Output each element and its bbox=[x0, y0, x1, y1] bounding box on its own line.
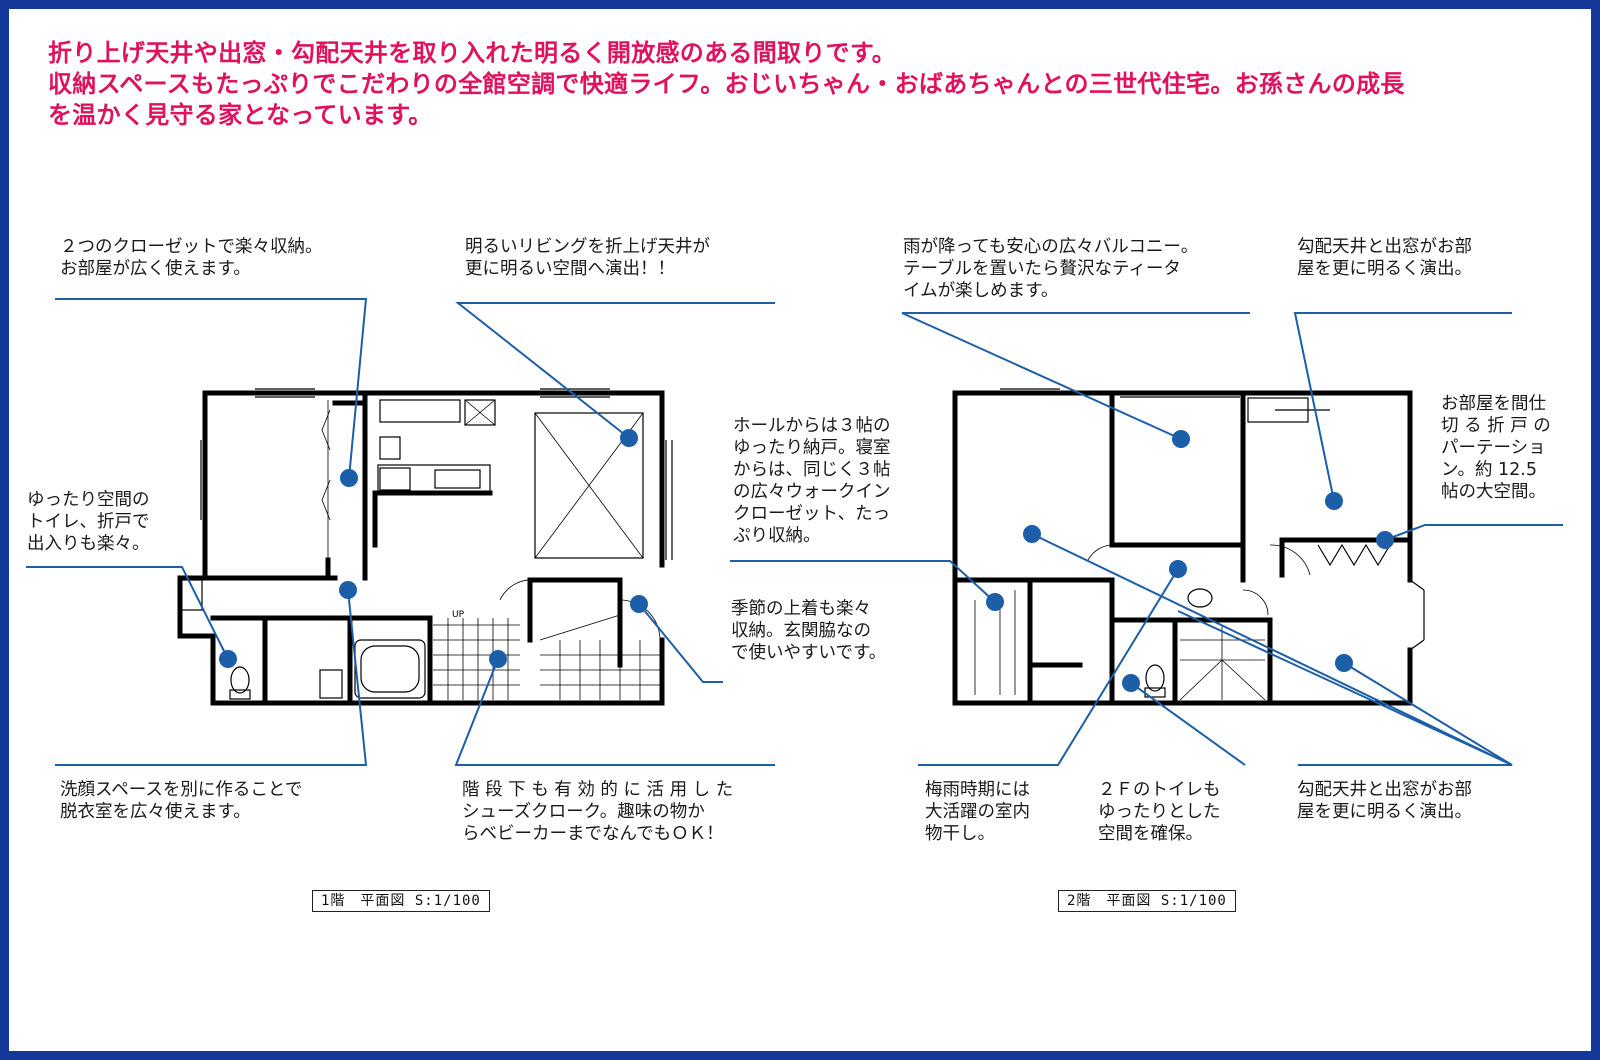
note-toilet-line: トイレ、折戸で bbox=[27, 512, 150, 532]
floor2-plan bbox=[952, 388, 1425, 706]
note-toilet-line: ゆったり空間の bbox=[27, 490, 150, 510]
note-ceiling-bottom: 勾配天井と出窓がお部 屋を更に明るく演出。 bbox=[1297, 779, 1472, 823]
callout-dot-toilet2 bbox=[1122, 674, 1140, 692]
note-toilet-line: 出入りも楽々。 bbox=[27, 534, 150, 554]
note-partition-line: パーテーショ bbox=[1441, 438, 1546, 458]
note-partition-line: 帖の大空間。 bbox=[1441, 482, 1546, 502]
note-closet-line: お部屋が広く使えます。 bbox=[60, 259, 251, 279]
note-toilet2-line: ２Ｆのトイレも bbox=[1098, 780, 1221, 800]
note-entrance-line: 収納。玄関脇なの bbox=[731, 621, 871, 641]
note-partition-line: ン。約 12.5 bbox=[1441, 460, 1537, 480]
headline-line-2: 収納スペースもたっぷりでこだわりの全館空調で快適ライフ。おじいちゃん・おばあちゃ… bbox=[48, 70, 1405, 98]
leader-lines bbox=[26, 298, 1563, 766]
note-storage: ホールからは３帖の ゆったり納戸。寝室 からは、同じく３帖 の広々ウォークイン … bbox=[733, 415, 891, 547]
note-ceiling-top-line: 勾配天井と出窓がお部 bbox=[1297, 237, 1472, 257]
floor1-scale-label: 1階 平面図 S:1/100 bbox=[312, 890, 490, 912]
note-closet: ２つのクローゼットで楽々収納。 お部屋が広く使えます。 bbox=[60, 236, 323, 280]
stair-up-label: UP bbox=[452, 610, 465, 620]
note-partition: お部屋を間仕 切 る 折 戸 の パーテーショ ン。約 12.5 帖の大空間。 bbox=[1441, 393, 1551, 503]
callout-dot-entrance bbox=[630, 595, 648, 613]
note-toilet: ゆったり空間の トイレ、折戸で 出入りも楽々。 bbox=[27, 489, 150, 555]
note-living-line: 明るいリビングを折上げ天井が bbox=[465, 237, 710, 257]
note-storage-line: クローゼット、たっ bbox=[733, 504, 891, 524]
callout-dot-ceiling-bottom-b bbox=[1335, 654, 1353, 672]
note-storage-line: の広々ウォークイン bbox=[733, 482, 891, 502]
note-shoes-line: らベビーカーまでなんでもＯＫ！ bbox=[462, 824, 724, 844]
callout-dot-ceiling-top bbox=[1325, 492, 1343, 510]
callout-dot-shoes bbox=[489, 650, 507, 668]
note-drying-line: 梅雨時期には bbox=[925, 780, 1030, 800]
note-storage-line: ホールからは３帖の bbox=[733, 416, 891, 436]
headline: 折り上げ天井や出窓・勾配天井を取り入れた明るく開放感のある間取りです。 収納スペ… bbox=[48, 38, 1568, 131]
note-balcony: 雨が降っても安心の広々バルコニー。 テーブルを置いたら贅沢なティータ イムが楽し… bbox=[903, 236, 1198, 302]
note-washroom-line: 脱衣室を広々使えます。 bbox=[60, 802, 251, 822]
note-toilet2-line: ゆったりとした bbox=[1098, 802, 1221, 822]
note-storage-line: ゆったり納戸。寝室 bbox=[733, 438, 891, 458]
headline-line-3: を温かく見守る家となっています。 bbox=[48, 101, 433, 129]
floor1-plan: UP bbox=[177, 388, 673, 706]
note-ceiling-bottom-line: 屋を更に明るく演出。 bbox=[1297, 802, 1472, 822]
note-ceiling-bottom-line: 勾配天井と出窓がお部 bbox=[1297, 780, 1472, 800]
note-drying-line: 物干し。 bbox=[925, 824, 995, 844]
callout-dot-living bbox=[620, 429, 638, 447]
note-shoes-line: シューズクローク。趣味の物か bbox=[462, 802, 705, 822]
note-storage-line: ぷり収納。 bbox=[733, 526, 821, 546]
callout-dot-balcony bbox=[1172, 430, 1190, 448]
note-ceiling-top: 勾配天井と出窓がお部 屋を更に明るく演出。 bbox=[1297, 236, 1472, 280]
note-balcony-line: 雨が降っても安心の広々バルコニー。 bbox=[903, 237, 1199, 257]
note-shoes-line: 階 段 下 も 有 効 的 に 活 用 し た bbox=[462, 780, 734, 800]
note-living: 明るいリビングを折上げ天井が 更に明るい空間へ演出！！ bbox=[465, 236, 710, 280]
headline-line-1: 折り上げ天井や出窓・勾配天井を取り入れた明るく開放感のある間取りです。 bbox=[48, 39, 897, 67]
note-partition-line: 切 る 折 戸 の bbox=[1441, 416, 1551, 436]
callout-dot-washroom bbox=[339, 581, 357, 599]
callout-dot-drying bbox=[1169, 560, 1187, 578]
callout-dot-storage bbox=[986, 593, 1004, 611]
note-balcony-line: イムが楽しめます。 bbox=[903, 281, 1059, 301]
note-shoes: 階 段 下 も 有 効 的 に 活 用 し た シューズクローク。趣味の物か ら… bbox=[462, 779, 733, 845]
note-partition-line: お部屋を間仕 bbox=[1441, 394, 1546, 414]
note-entrance-line: 季節の上着も楽々 bbox=[731, 599, 871, 619]
note-closet-line: ２つのクローゼットで楽々収納。 bbox=[60, 237, 323, 257]
note-ceiling-top-line: 屋を更に明るく演出。 bbox=[1297, 259, 1472, 279]
note-washroom: 洗顔スペースを別に作ることで 脱衣室を広々使えます。 bbox=[60, 779, 302, 823]
callout-dot-toilet bbox=[219, 650, 237, 668]
callout-dot-closet bbox=[340, 469, 358, 487]
note-storage-line: からは、同じく３帖 bbox=[733, 460, 891, 480]
note-entrance: 季節の上着も楽々 収納。玄関脇なの で使いやすいです。 bbox=[731, 598, 886, 664]
note-balcony-line: テーブルを置いたら贅沢なティータ bbox=[903, 259, 1181, 279]
note-toilet2: ２Ｆのトイレも ゆったりとした 空間を確保。 bbox=[1098, 779, 1221, 845]
note-living-line: 更に明るい空間へ演出！！ bbox=[465, 259, 675, 279]
floor2-scale-label: 2階 平面図 S:1/100 bbox=[1058, 890, 1236, 912]
callout-dot-ceiling-bottom-a bbox=[1023, 525, 1041, 543]
callout-dot-partition bbox=[1376, 531, 1394, 549]
note-drying-line: 大活躍の室内 bbox=[925, 802, 1030, 822]
note-entrance-line: で使いやすいです。 bbox=[731, 643, 887, 663]
note-drying: 梅雨時期には 大活躍の室内 物干し。 bbox=[925, 779, 1030, 845]
note-washroom-line: 洗顔スペースを別に作ることで bbox=[60, 780, 303, 800]
note-toilet2-line: 空間を確保。 bbox=[1098, 824, 1203, 844]
